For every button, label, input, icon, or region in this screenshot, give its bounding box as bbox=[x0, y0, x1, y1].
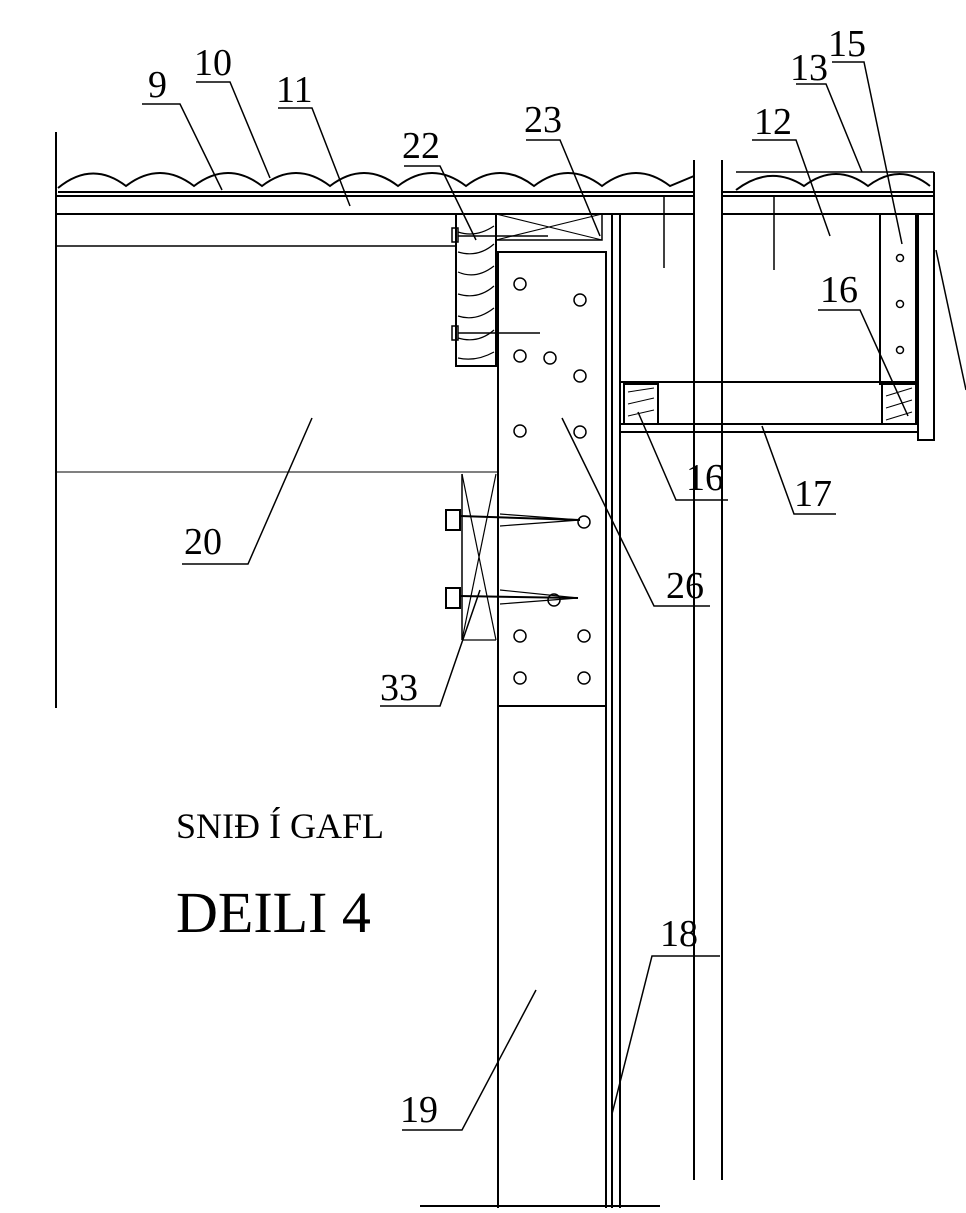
label-12: 12 bbox=[754, 101, 792, 143]
label-20: 20 bbox=[184, 521, 222, 563]
blocking bbox=[495, 213, 603, 241]
label-18: 18 bbox=[660, 913, 698, 955]
label-10: 10 bbox=[194, 42, 232, 84]
label-17: 17 bbox=[794, 473, 832, 515]
section-caption: SNIÐ Í GAFL bbox=[176, 806, 384, 846]
label-16-lower: 16 bbox=[686, 457, 724, 499]
bolt-assembly bbox=[445, 473, 581, 641]
label-22: 22 bbox=[402, 125, 440, 167]
column bbox=[420, 214, 660, 1208]
label-13: 13 bbox=[790, 47, 828, 89]
timber-plate bbox=[451, 213, 548, 367]
label-19: 19 bbox=[400, 1089, 438, 1131]
label-26: 26 bbox=[666, 565, 704, 607]
callout-labels: 9 10 11 22 23 13 15 12 16 16 17 26 20 33… bbox=[148, 23, 866, 1131]
label-16-upper: 16 bbox=[820, 269, 858, 311]
roof-sheeting bbox=[57, 172, 934, 193]
gusset-plate bbox=[497, 251, 607, 707]
roof-deck bbox=[56, 171, 935, 247]
label-33: 33 bbox=[380, 667, 418, 709]
gusset-holes bbox=[513, 277, 591, 685]
label-15: 15 bbox=[828, 23, 866, 65]
wall-panel bbox=[55, 132, 498, 708]
detail-caption: DEILI 4 bbox=[176, 880, 371, 945]
label-9: 9 bbox=[148, 64, 167, 106]
canopy-structure bbox=[620, 160, 935, 1180]
label-11: 11 bbox=[276, 69, 313, 111]
label-23: 23 bbox=[524, 99, 562, 141]
leader-lines bbox=[142, 61, 966, 1131]
